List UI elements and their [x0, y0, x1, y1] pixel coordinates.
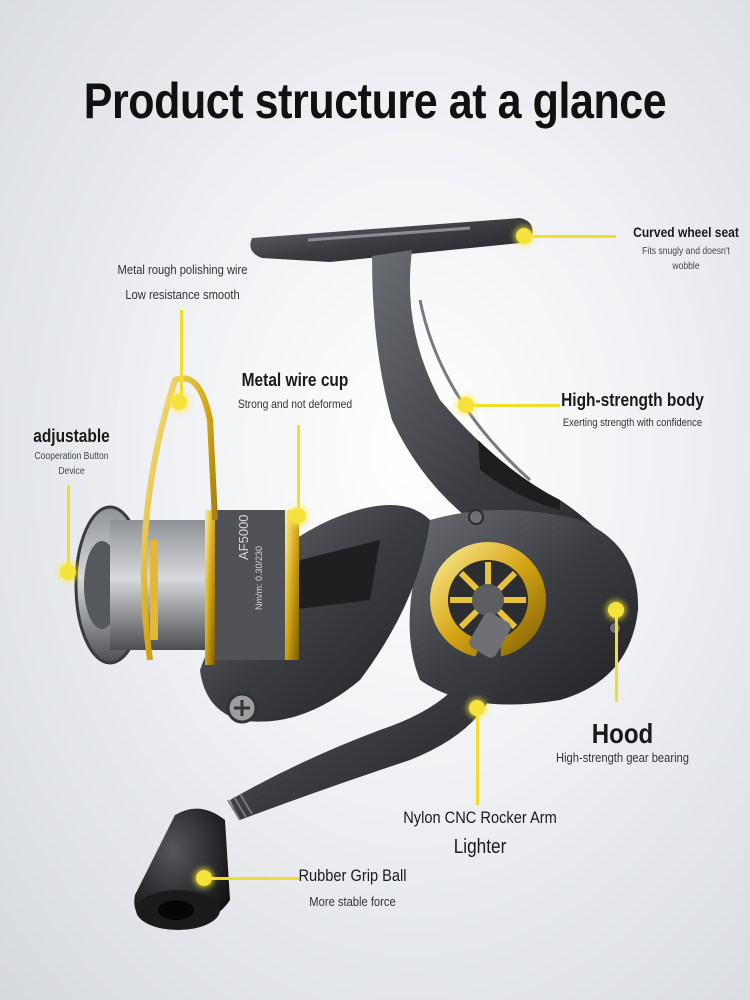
callout-rocker-arm: Nylon CNC Rocker Arm Lighter — [398, 808, 561, 859]
callout-heading: Metal rough polishing wire — [117, 262, 248, 277]
callout-desc: Device — [58, 466, 85, 477]
callout-desc: wobble — [672, 261, 700, 272]
spool-model-text: AF5000 — [236, 514, 251, 560]
marker-polishing-wire — [171, 394, 187, 410]
callout-metal-wire-cup: Metal wire cup Strong and not deformed — [226, 370, 364, 411]
callout-desc: Strong and not deformed — [237, 397, 353, 411]
leader-grip-ball — [206, 877, 301, 880]
callout-grip-ball: Rubber Grip Ball More stable force — [290, 866, 415, 909]
callout-curved-wheel-seat: Curved wheel seat Fits snugly and doesn'… — [617, 224, 750, 274]
marker-hood — [608, 602, 624, 618]
marker-wire-cup — [290, 508, 306, 524]
spool-spec-text: Nm/m: 0.30/230 — [254, 546, 264, 610]
leader-hood — [615, 612, 618, 702]
callout-heading: High-strength body — [561, 390, 704, 410]
marker-rocker-arm — [469, 700, 485, 716]
callout-high-strength-body: High-strength body Exerting strength wit… — [553, 390, 712, 429]
marker-adjustable — [60, 564, 76, 580]
leader-curved-wheel-seat — [526, 235, 616, 238]
leader-wire-cup — [297, 425, 300, 515]
callout-desc: High-strength gear bearing — [555, 750, 690, 765]
page-title: Product structure at a glance — [83, 73, 667, 129]
marker-grip-ball — [196, 870, 212, 886]
callout-heading: Rubber Grip Ball — [298, 866, 407, 885]
callout-heading: Metal wire cup — [241, 370, 349, 390]
marker-high-strength-body — [458, 397, 474, 413]
callout-heading: adjustable — [33, 426, 110, 446]
callout-desc: More stable force — [309, 894, 396, 909]
callout-heading: Curved wheel seat — [633, 224, 739, 240]
callout-desc: Exerting strength with confidence — [562, 417, 703, 429]
handle-arm — [230, 640, 501, 820]
callout-adjustable: adjustable Cooperation Button Device — [22, 426, 121, 479]
leader-rocker-arm — [476, 710, 479, 805]
callout-desc: Lighter — [453, 836, 507, 858]
bail-wire — [140, 375, 218, 661]
callout-hood: Hood High-strength gear bearing — [552, 718, 694, 765]
callout-desc: Fits snugly and doesn't — [642, 246, 730, 257]
marker-curved-wheel-seat — [516, 228, 532, 244]
leader-adjustable — [67, 485, 70, 570]
leader-high-strength-body — [468, 404, 560, 407]
callout-desc: Cooperation Button — [34, 451, 109, 462]
callout-metal-polishing-wire: Metal rough polishing wire Low resistanc… — [103, 262, 262, 302]
leader-polishing-wire — [180, 310, 183, 400]
callout-desc: Low resistance smooth — [125, 287, 240, 302]
callout-heading: Nylon CNC Rocker Arm — [403, 808, 557, 827]
callout-heading: Hood — [591, 718, 654, 749]
